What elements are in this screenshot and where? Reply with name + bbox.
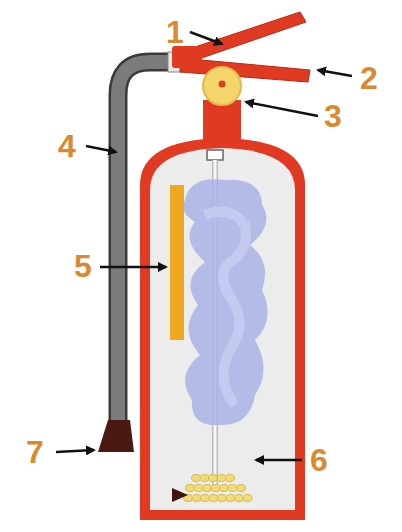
callout-number: 6: [310, 444, 328, 476]
gauge-needle: [219, 81, 226, 88]
leader-line: [100, 266, 166, 269]
pressurised-gas: [183, 179, 268, 425]
nozzle: [98, 420, 134, 452]
powder-pellet: [228, 485, 237, 492]
powder-pellet: [217, 475, 226, 482]
leader-line: [190, 32, 222, 44]
powder-pellet: [235, 495, 244, 502]
powder-pellet: [211, 485, 220, 492]
powder-pellet: [220, 485, 229, 492]
powder-pellet: [201, 495, 210, 502]
leader-line: [86, 146, 116, 152]
pressure-gauge: [203, 67, 241, 105]
leader-line: [56, 450, 94, 452]
powder-pellet: [218, 495, 227, 502]
cylinder-interior: [150, 148, 295, 510]
gas-highlight: [205, 212, 246, 405]
callout-number: 7: [26, 436, 44, 468]
powder-pellet: [226, 495, 235, 502]
callout-number: 3: [324, 100, 342, 132]
powder-pellet: [192, 495, 201, 502]
powder-pellet: [226, 475, 235, 482]
leader-line: [246, 102, 318, 116]
powder-pellet: [209, 475, 218, 482]
powder-pellet: [243, 495, 252, 502]
callout-number: 1: [166, 16, 184, 48]
powder-pellet: [194, 485, 203, 492]
powder-pellet: [186, 485, 195, 492]
powder-pellet: [192, 475, 201, 482]
tube-inlet: [172, 488, 188, 502]
powder-pellet: [203, 485, 212, 492]
leader-line: [318, 70, 352, 76]
cylinder-shell: [140, 138, 305, 520]
valve-head: [172, 46, 202, 68]
powder-pellet: [237, 485, 246, 492]
gas-cartridge: [170, 185, 184, 340]
callout-number: 4: [58, 130, 76, 162]
powder-pellet: [209, 495, 218, 502]
leader-line: [256, 459, 302, 462]
tube-cap: [207, 150, 223, 160]
callout-number: 2: [360, 62, 378, 94]
callout-number: 5: [74, 250, 92, 282]
leader-arrows: [56, 32, 352, 460]
powder-pellet: [200, 475, 209, 482]
valve-neck: [203, 100, 241, 142]
extinguishing-powder: [184, 475, 253, 502]
